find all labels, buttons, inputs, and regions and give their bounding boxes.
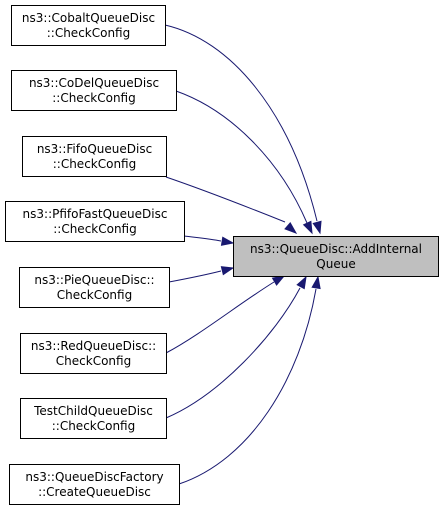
- arrowhead-icon: [220, 266, 235, 276]
- node-label-line: ns3::PfifoFastQueueDisc: [23, 207, 168, 221]
- call-edge: [165, 275, 307, 419]
- caller-node[interactable]: ns3::CobaltQueueDisc::CheckConfig: [11, 5, 166, 46]
- arrowhead-icon: [302, 220, 313, 235]
- node-label-line: ns3::RedQueueDisc::: [31, 339, 156, 353]
- node-label-line: CheckConfig: [56, 354, 131, 368]
- node-label-line: ::CheckConfig: [52, 419, 136, 433]
- caller-node[interactable]: ns3::PieQueueDisc::CheckConfig: [19, 267, 170, 308]
- node-label-line: TestChildQueueDisc: [33, 404, 153, 418]
- caller-node[interactable]: ns3::RedQueueDisc::CheckConfig: [20, 333, 167, 374]
- call-edge: [164, 24, 322, 235]
- caller-node[interactable]: TestChildQueueDisc::CheckConfig: [20, 398, 167, 439]
- node-label-line: ::CheckConfig: [53, 157, 137, 171]
- node-label-line: ns3::QueueDiscFactory: [25, 470, 163, 484]
- node-label-line: ::CheckConfig: [47, 26, 131, 40]
- call-edge: [178, 275, 321, 485]
- arrowhead-icon: [271, 275, 286, 286]
- arrowhead-icon: [312, 220, 322, 235]
- graph-nodes: ns3::CobaltQueueDisc::CheckConfigns3::Co…: [5, 5, 439, 505]
- node-label-line: ns3::QueueDisc::AddInternal: [250, 242, 422, 256]
- arrowhead-icon: [284, 221, 298, 234]
- node-label-line: ns3::PieQueueDisc::: [34, 273, 154, 287]
- arrowhead-icon: [296, 275, 307, 290]
- caller-node[interactable]: ns3::CoDelQueueDisc::CheckConfig: [11, 70, 177, 111]
- call-edge: [183, 235, 235, 246]
- caller-node[interactable]: ns3::QueueDiscFactory::CreateQueueDisc: [9, 464, 180, 505]
- node-label-line: ::CreateQueueDisc: [38, 485, 151, 499]
- call-edge: [165, 176, 298, 234]
- call-edge: [168, 266, 235, 283]
- node-label-line: ns3::CobaltQueueDisc: [22, 11, 155, 25]
- arrowhead-icon: [220, 236, 235, 246]
- node-label-line: Queue: [316, 257, 355, 271]
- caller-node[interactable]: ns3::PfifoFastQueueDisc::CheckConfig: [5, 201, 185, 242]
- call-edge: [175, 90, 313, 235]
- node-label-line: ns3::FifoQueueDisc: [37, 142, 152, 156]
- call-edge: [165, 275, 286, 354]
- node-label-line: ::CheckConfig: [53, 222, 137, 236]
- caller-node[interactable]: ns3::FifoQueueDisc::CheckConfig: [22, 136, 167, 177]
- node-label-line: ::CheckConfig: [52, 91, 136, 105]
- arrowhead-icon: [311, 275, 321, 290]
- node-label-line: ns3::CoDelQueueDisc: [29, 76, 159, 90]
- node-label-line: CheckConfig: [57, 288, 132, 302]
- call-edges: [164, 24, 322, 485]
